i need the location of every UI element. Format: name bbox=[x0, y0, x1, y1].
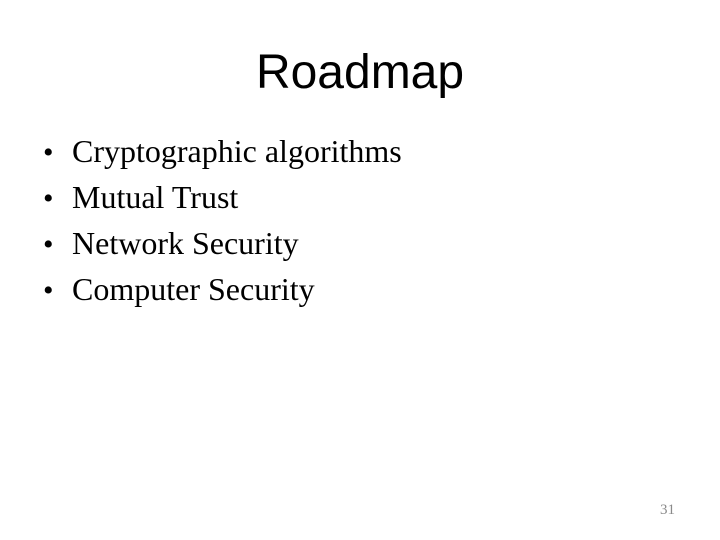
list-item: • Network Security bbox=[43, 221, 663, 267]
list-item: • Cryptographic algorithms bbox=[43, 129, 663, 175]
bullet-list: • Cryptographic algorithms • Mutual Trus… bbox=[43, 129, 663, 313]
slide-title: Roadmap bbox=[255, 46, 465, 99]
bullet-icon: • bbox=[43, 274, 54, 307]
bullet-text: Network Security bbox=[72, 225, 299, 261]
bullet-text: Computer Security bbox=[72, 271, 315, 307]
bullet-icon: • bbox=[43, 182, 54, 215]
bullet-icon: • bbox=[43, 136, 54, 169]
slide-page-number: 31 bbox=[660, 502, 675, 518]
bullet-icon: • bbox=[43, 228, 54, 261]
list-item: • Computer Security bbox=[43, 267, 663, 313]
bullet-text: Mutual Trust bbox=[72, 179, 239, 215]
list-item: • Mutual Trust bbox=[43, 175, 663, 221]
bullet-text: Cryptographic algorithms bbox=[72, 133, 402, 169]
